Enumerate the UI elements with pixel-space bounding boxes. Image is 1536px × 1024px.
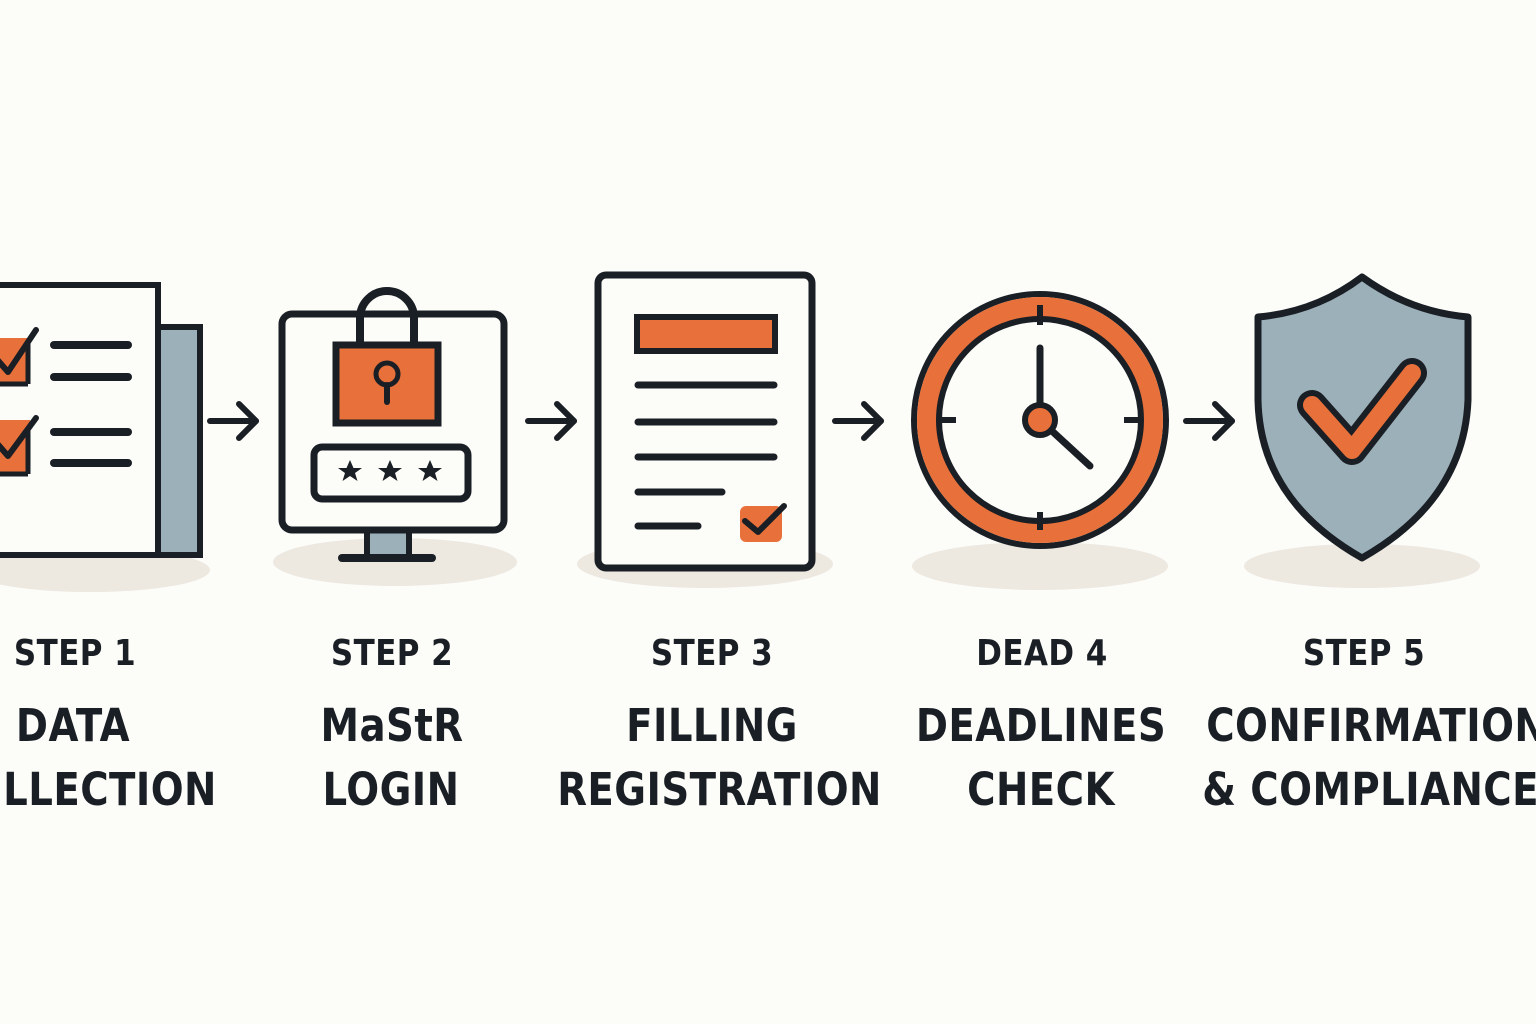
arrow-right-icon <box>1183 401 1235 441</box>
arrow-right-icon <box>525 401 577 441</box>
clock-icon <box>911 291 1169 549</box>
step-5-number: STEP 5 <box>1302 633 1426 674</box>
step-4-number: DEAD 4 <box>976 633 1108 674</box>
step-2-title-line-2: LOGIN <box>322 763 460 816</box>
password-stars-icon <box>338 460 442 481</box>
form-document-icon <box>594 271 816 572</box>
step-1-title-line-2: LLECTION <box>3 763 217 816</box>
step-5-title-line-1: CONFIRMATION <box>1206 699 1536 752</box>
step-4-title-line-2: CHECK <box>967 763 1115 816</box>
padlock-monitor-icon <box>278 287 508 562</box>
step-3-title-line-2: REGISTRATION <box>557 763 882 816</box>
shield-check-icon <box>1254 273 1472 562</box>
arrow-right-icon <box>207 401 259 441</box>
step-4-title-line-1: DEADLINES <box>915 699 1167 752</box>
step-2-title-line-1: MaStR <box>320 699 464 752</box>
checklist-document-icon <box>0 282 203 558</box>
step-1-title-line-1: DATA <box>15 699 131 752</box>
step-1-number: STEP 1 <box>13 633 137 674</box>
step-5-title-line-2: & COMPLIANCE <box>1202 763 1536 816</box>
step-3-title-line-1: FILLING <box>626 699 798 752</box>
arrow-right-icon <box>832 401 884 441</box>
step-3-number: STEP 3 <box>650 633 774 674</box>
step-2-number: STEP 2 <box>330 633 454 674</box>
